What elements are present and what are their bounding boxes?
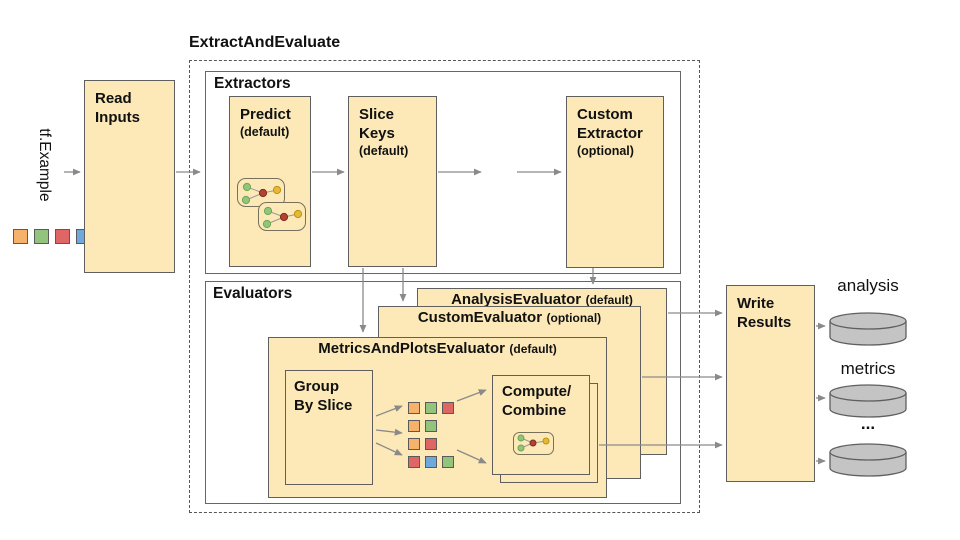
slice-group-row: [408, 402, 454, 414]
slice-group-row: [408, 420, 454, 432]
read-inputs-box: Read Inputs: [84, 80, 175, 273]
slice-keys-extractor-box: Slice Keys (default): [348, 96, 437, 267]
custom-evaluator-header: CustomEvaluator (optional): [379, 309, 640, 327]
red-square: [425, 438, 437, 450]
compute-combine-label-line1: Compute/: [502, 383, 572, 400]
slice-keys-qualifier: (default): [359, 144, 409, 158]
orange-square: [13, 229, 28, 244]
slice-group-row: [408, 438, 454, 450]
orange-square: [408, 402, 420, 414]
compute-combine-label-line2: Combine: [502, 402, 567, 419]
output-metrics-label: metrics: [840, 359, 896, 378]
slice-keys-label: Slice Keys: [359, 106, 395, 142]
blue-square: [425, 456, 437, 468]
custom-extractor-label: Custom Extractor: [577, 106, 643, 142]
slice-group-row: [408, 456, 454, 468]
metrics-and-plots-evaluator-header: MetricsAndPlotsEvaluator (default): [269, 340, 606, 358]
green-square: [425, 402, 437, 414]
evaluators-section-label: Evaluators: [213, 285, 293, 302]
other-datastore-icon: [829, 443, 907, 477]
red-square: [408, 456, 420, 468]
predict-extractor-box: Predict (default): [229, 96, 311, 267]
custom-evaluator-label: CustomEvaluator: [417, 309, 543, 326]
metrics-and-plots-evaluator-qualifier: (default): [509, 342, 557, 356]
red-square: [442, 402, 454, 414]
green-square: [34, 229, 49, 244]
slice-groups: [408, 402, 454, 468]
extract-and-evaluate-title: ExtractAndEvaluate: [189, 34, 341, 51]
analysis-evaluator-header: AnalysisEvaluator (default): [418, 291, 666, 309]
predict-label: Predict: [240, 106, 291, 123]
red-square: [55, 229, 70, 244]
group-by-slice-label: Group By Slice: [294, 378, 353, 414]
write-results-box: Write Results: [726, 285, 815, 482]
analysis-datastore-icon: [829, 312, 907, 346]
custom-extractor-box: Custom Extractor (optional): [566, 96, 664, 268]
green-square: [425, 420, 437, 432]
extractors-section-label: Extractors: [214, 75, 291, 92]
output-ellipsis-label: ...: [860, 414, 876, 433]
predict-qualifier: (default): [240, 125, 290, 139]
read-inputs-label: Read Inputs: [95, 90, 140, 126]
green-square: [442, 456, 454, 468]
metrics-and-plots-evaluator-label: MetricsAndPlotsEvaluator: [318, 340, 505, 357]
metrics-datastore-icon: [829, 384, 907, 418]
analysis-evaluator-label: AnalysisEvaluator: [451, 291, 582, 308]
group-by-slice-box: Group By Slice: [285, 370, 373, 485]
output-analysis-label: analysis: [837, 276, 899, 295]
datastores: [829, 312, 907, 477]
extract-and-evaluate-region: [189, 60, 700, 513]
tf-example-label: tf.Example: [36, 128, 53, 202]
orange-square: [408, 420, 420, 432]
custom-evaluator-qualifier: (optional): [546, 311, 602, 325]
compute-combine-box: Compute/ Combine: [492, 375, 590, 475]
custom-extractor-qualifier: (optional): [577, 144, 634, 158]
orange-square: [408, 438, 420, 450]
write-results-label: Write Results: [737, 295, 792, 331]
tf-example-squares: [13, 229, 91, 244]
analysis-evaluator-qualifier: (default): [585, 293, 633, 307]
